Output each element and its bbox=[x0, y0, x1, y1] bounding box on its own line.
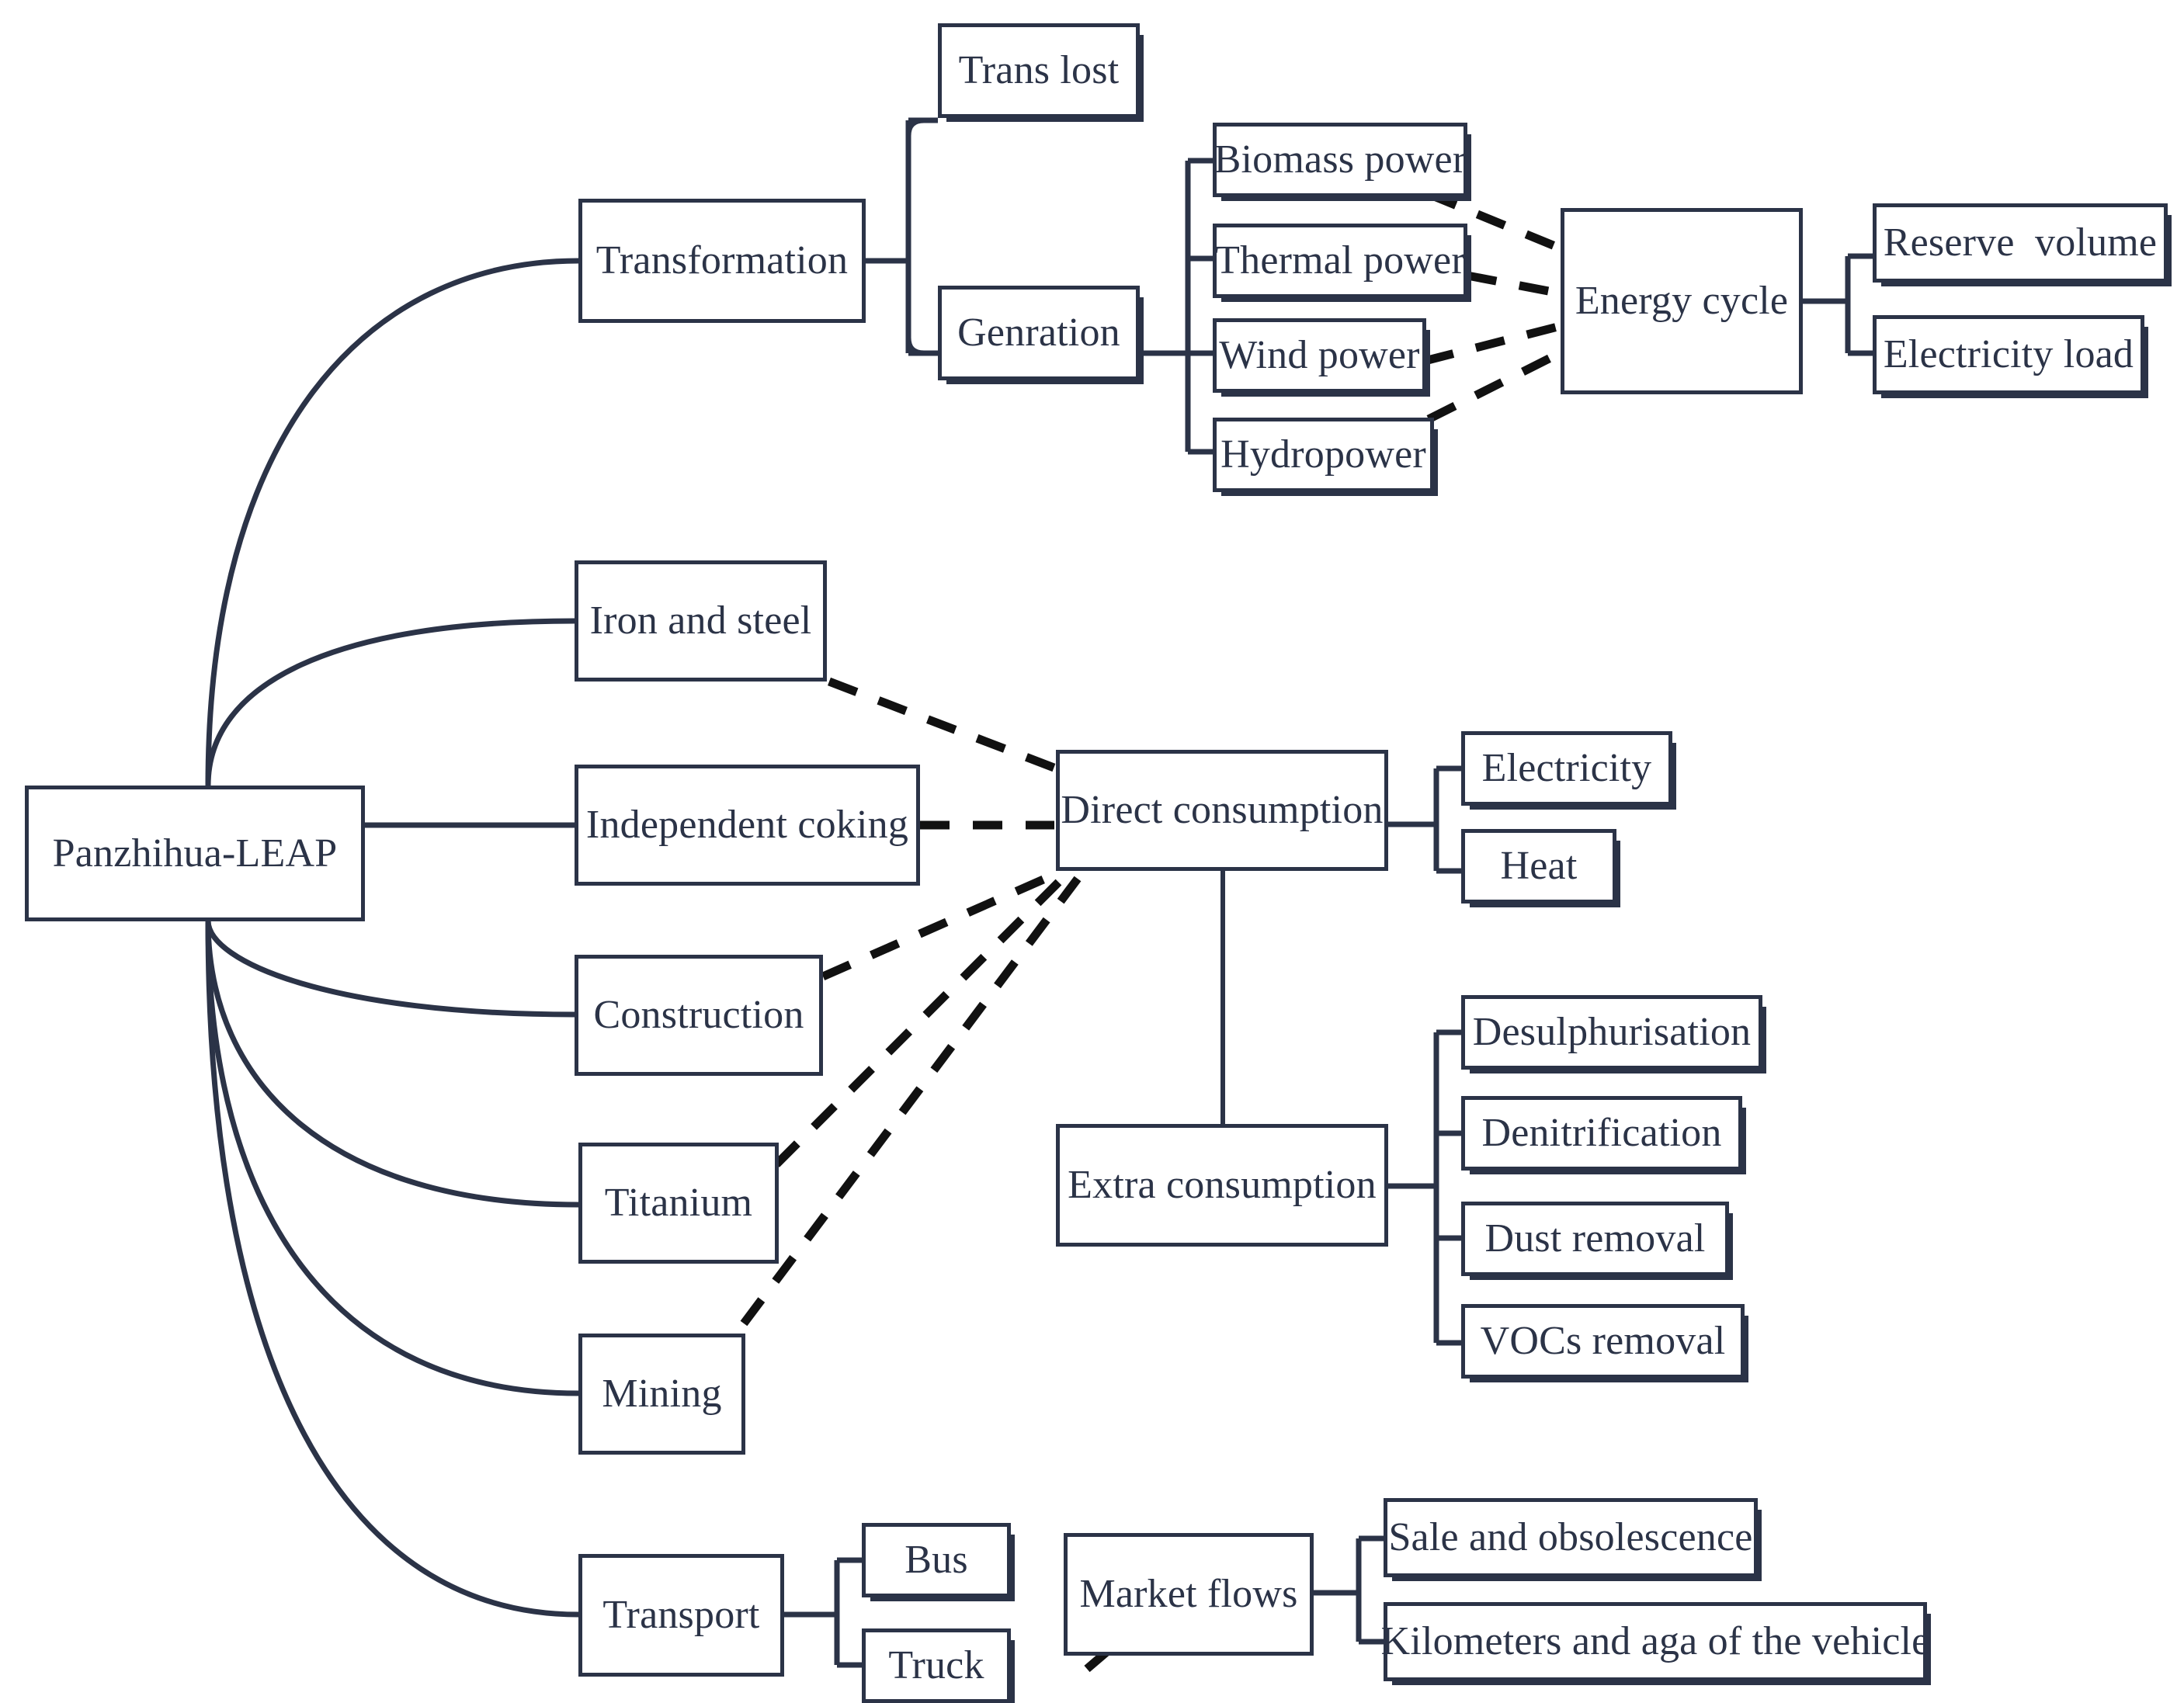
node-dust-removal[interactable]: Dust removal bbox=[1461, 1202, 1733, 1280]
edge-root-transport bbox=[205, 920, 579, 1618]
edge-thermal-energycycle bbox=[1466, 271, 1562, 298]
node-transformation[interactable]: Transformation bbox=[578, 199, 866, 323]
node-label: Hydropower bbox=[1220, 432, 1426, 477]
edge-root-titanium bbox=[205, 920, 579, 1208]
node-trans-lost[interactable]: Trans lost bbox=[938, 23, 1144, 122]
node-iron-and-steel[interactable]: Iron and steel bbox=[575, 560, 827, 682]
node-direct-consumption[interactable]: Direct consumption bbox=[1056, 750, 1388, 871]
edge-mining-directconsumption bbox=[740, 876, 1082, 1327]
node-reserve-volume[interactable]: Reserve volume bbox=[1873, 203, 2172, 286]
node-mining[interactable]: Mining bbox=[578, 1334, 745, 1455]
node-label: VOCs removal bbox=[1480, 1319, 1726, 1364]
edge-root-construction bbox=[205, 920, 575, 1018]
node-market-flows[interactable]: Market flows bbox=[1064, 1533, 1314, 1656]
node-transport[interactable]: Transport bbox=[578, 1554, 784, 1677]
node-label: Kilometers and aga of the vehicle bbox=[1380, 1619, 1930, 1664]
node-independent-coking[interactable]: Independent coking bbox=[575, 765, 920, 886]
node-panzhihua-leap[interactable]: Panzhihua-LEAP bbox=[25, 786, 365, 921]
node-thermal-power[interactable]: Thermal power bbox=[1213, 224, 1471, 302]
node-label: Heat bbox=[1500, 844, 1578, 889]
node-label: Construction bbox=[593, 993, 804, 1038]
node-label: Genration bbox=[957, 310, 1120, 356]
node-label: Iron and steel bbox=[589, 598, 812, 643]
node-wind-power[interactable]: Wind power bbox=[1213, 318, 1430, 397]
node-kilometers-and-age[interactable]: Kilometers and aga of the vehicle bbox=[1381, 1602, 1931, 1685]
node-label: Mining bbox=[602, 1372, 722, 1417]
node-vocs-removal[interactable]: VOCs removal bbox=[1461, 1304, 1748, 1382]
node-label: Extra consumption bbox=[1068, 1163, 1377, 1208]
node-truck[interactable]: Truck bbox=[862, 1628, 1015, 1703]
edge-corner-genration bbox=[905, 337, 925, 356]
node-label: Electricity bbox=[1481, 746, 1652, 791]
edge-construction-directconsumption bbox=[821, 869, 1060, 981]
node-label: Direct consumption bbox=[1061, 788, 1384, 833]
node-label: Bus bbox=[905, 1538, 968, 1583]
node-label: Dust removal bbox=[1484, 1216, 1706, 1261]
node-bus[interactable]: Bus bbox=[862, 1523, 1015, 1601]
node-heat[interactable]: Heat bbox=[1461, 829, 1620, 907]
node-genration[interactable]: Genration bbox=[938, 286, 1144, 384]
edge-corner-trans-lost bbox=[905, 117, 925, 137]
node-hydropower[interactable]: Hydropower bbox=[1213, 418, 1438, 496]
node-label: Market flows bbox=[1079, 1572, 1298, 1617]
node-label: Truck bbox=[888, 1643, 984, 1688]
node-construction[interactable]: Construction bbox=[575, 955, 823, 1076]
node-denitrification[interactable]: Denitrification bbox=[1461, 1096, 1746, 1174]
node-label: Independent coking bbox=[585, 803, 909, 848]
node-label: Thermal power bbox=[1215, 238, 1465, 283]
node-label: Transformation bbox=[595, 238, 849, 283]
node-label: Desulphurisation bbox=[1472, 1010, 1752, 1055]
node-label: Transport bbox=[602, 1593, 760, 1638]
edge-root-mining bbox=[205, 920, 579, 1396]
node-label: Biomass power bbox=[1214, 137, 1467, 182]
node-energy-cycle[interactable]: Energy cycle bbox=[1561, 208, 1803, 394]
node-label: Wind power bbox=[1219, 333, 1420, 378]
node-electricity-load[interactable]: Electricity load bbox=[1873, 315, 2148, 398]
node-label: Panzhihua-LEAP bbox=[52, 831, 338, 876]
node-sale-and-obsolescence[interactable]: Sale and obsolescence bbox=[1384, 1498, 1762, 1581]
edge-hydro-energycycle bbox=[1426, 347, 1567, 423]
node-label: Denitrification bbox=[1481, 1111, 1722, 1156]
node-label: Titanium bbox=[604, 1181, 753, 1226]
edge-root-iron-and-steel bbox=[205, 618, 575, 786]
edge-wind-energycycle bbox=[1423, 321, 1562, 366]
node-label: Sale and obsolescence bbox=[1388, 1515, 1753, 1560]
node-desulphurisation[interactable]: Desulphurisation bbox=[1461, 995, 1766, 1073]
node-titanium[interactable]: Titanium bbox=[578, 1143, 779, 1264]
node-label: Energy cycle bbox=[1575, 279, 1789, 324]
node-extra-consumption[interactable]: Extra consumption bbox=[1056, 1124, 1388, 1247]
node-label: Electricity load bbox=[1883, 332, 2134, 377]
edge-root-transformation bbox=[205, 258, 579, 786]
node-label: Reserve volume bbox=[1883, 220, 2158, 265]
node-biomass-power[interactable]: Biomass power bbox=[1213, 123, 1471, 201]
node-label: Trans lost bbox=[958, 48, 1120, 93]
node-electricity[interactable]: Electricity bbox=[1461, 731, 1676, 810]
edge-iron-directconsumption bbox=[828, 677, 1057, 773]
